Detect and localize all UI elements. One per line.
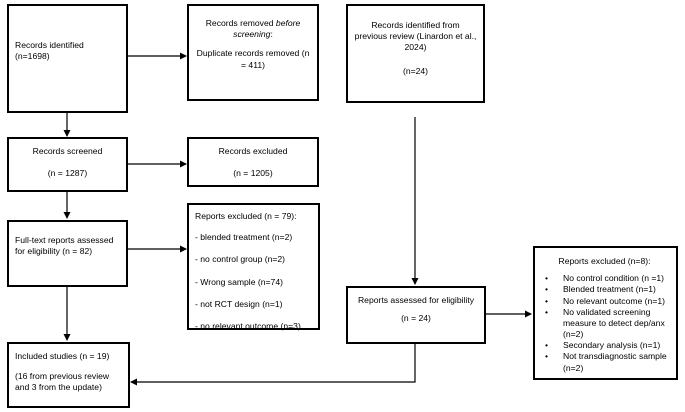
- reports-excluded-right-list: No control condition (n =1) Blended trea…: [539, 273, 670, 374]
- reports-excluded-right-item: No control condition (n =1): [539, 273, 670, 284]
- reports-excluded-left-item: - blended treatment (n=2): [195, 232, 293, 243]
- records-identified-box: Records identified (n=1698): [7, 4, 128, 113]
- reports-assessed-label: Reports assessed for eligibility: [357, 295, 475, 305]
- included-studies-label: Included studies (n = 19): [15, 351, 110, 361]
- reports-excluded-left-title: Reports excluded (n = 79):: [195, 211, 297, 221]
- reports-excluded-left-box: Reports excluded (n = 79): - blended tre…: [187, 203, 320, 331]
- records-screened-label: Records screened: [32, 146, 103, 156]
- fulltext-assessed-label: Full-text reports assessed for eligibili…: [15, 235, 114, 257]
- reports-excluded-right-item: Not transdiagnostic sample (n=2): [539, 351, 670, 373]
- records-excluded-box: Records excluded (n = 1205): [187, 137, 319, 187]
- records-screened-box: Records screened (n = 1287): [7, 137, 128, 192]
- reports-assessed-count: (n = 24): [401, 313, 431, 324]
- records-screened-count: (n = 1287): [47, 168, 88, 179]
- reports-excluded-right-item: No relevant outcome (n=1): [539, 296, 670, 307]
- records-excluded-label: Records excluded: [218, 146, 288, 156]
- reports-excluded-right-item: Secondary analysis (n=1): [539, 340, 670, 351]
- included-studies-box: Included studies (n = 19) (16 from previ…: [7, 342, 130, 408]
- fulltext-assessed-box: Full-text reports assessed for eligibili…: [7, 220, 128, 287]
- reports-excluded-right-title: Reports excluded (n=8):: [558, 256, 651, 266]
- reports-excluded-left-item: - no control group (n=2): [195, 254, 286, 265]
- reports-excluded-right-item: Blended treatment (n=1): [539, 284, 670, 295]
- reports-excluded-right-box: Reports excluded (n=8): No control condi…: [533, 246, 678, 380]
- records-removed-box: Records removed before screening: Duplic…: [187, 4, 319, 101]
- reports-excluded-left-item: - Wrong sample (n=74): [195, 276, 283, 287]
- reports-excluded-left-item: - no relevant outcome (n=3): [195, 320, 301, 331]
- reports-excluded-right-item: No validated screening measure to detect…: [539, 307, 670, 341]
- records-removed-title: Records removed before screening:: [205, 18, 301, 40]
- records-excluded-count: (n = 1205): [233, 168, 273, 179]
- included-studies-detail: (16 from previous review and 3 from the …: [15, 371, 110, 393]
- records-identified-label: Records identified (n=1698): [15, 40, 84, 62]
- reports-excluded-left-item: - not RCT design (n=1): [195, 298, 283, 309]
- previous-review-box: Records identified from previous review …: [346, 4, 485, 103]
- reports-assessed-box: Reports assessed for eligibility (n = 24…: [346, 286, 486, 344]
- arrow-assessed-to-included: [130, 344, 416, 386]
- previous-review-label: Records identified from previous review …: [354, 20, 477, 53]
- records-removed-body: Duplicate records removed (n = 411): [196, 48, 310, 70]
- previous-review-count: (n=24): [402, 65, 429, 76]
